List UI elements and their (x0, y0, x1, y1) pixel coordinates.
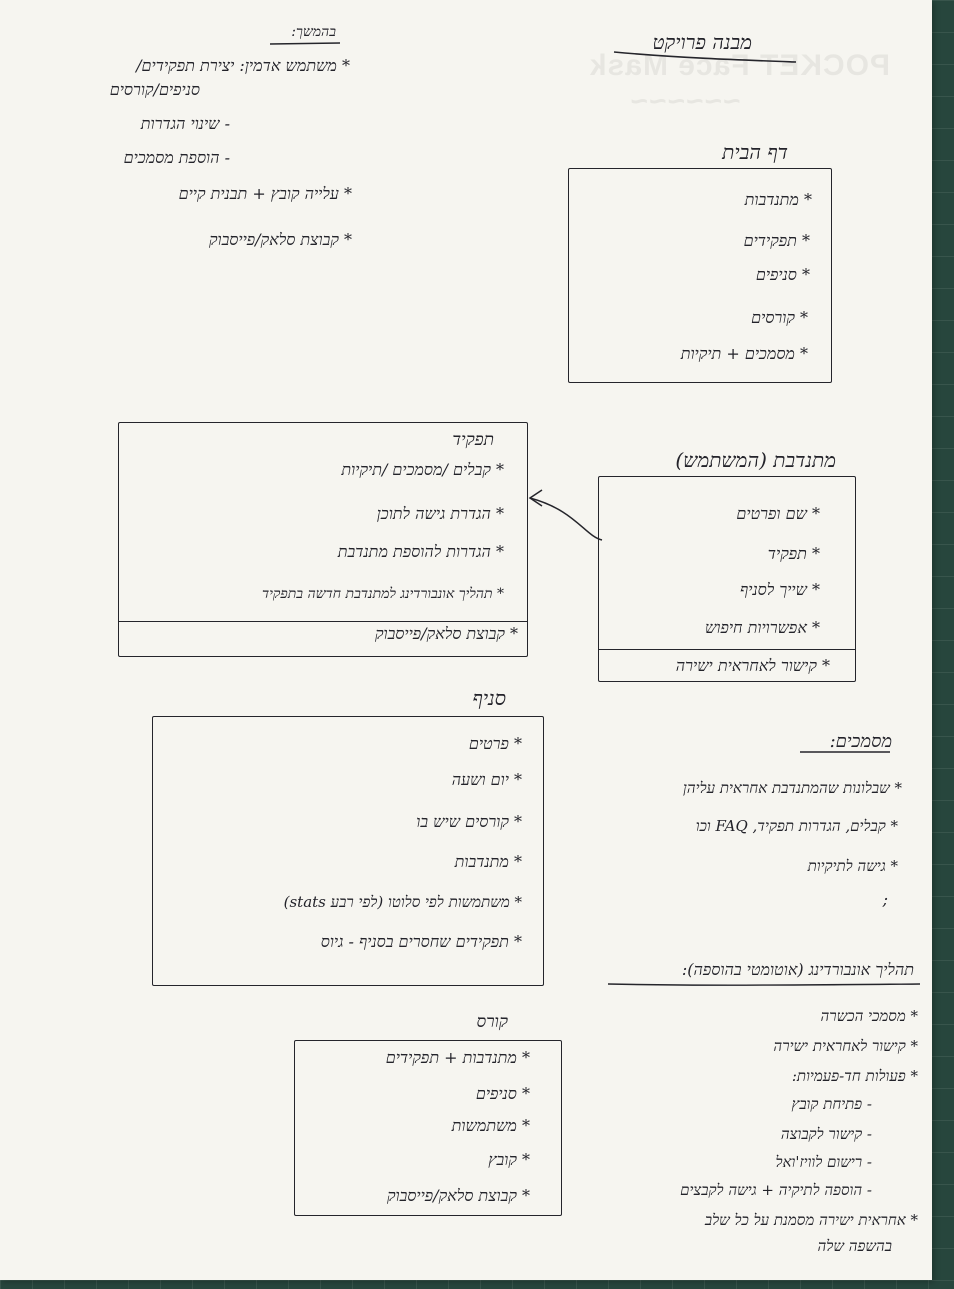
bleed-through-print: POCKET Face Mask ~~~~~~ (588, 49, 890, 118)
onboarding-item: - פתיחת קובץ (791, 1095, 872, 1113)
home-page-item: * קורסים (751, 308, 808, 327)
continued-item: * עלייה קובץ + תבנית קיים (178, 184, 352, 203)
volunteer-item: * אפשרויות חיפוש (705, 618, 820, 637)
role-divider (118, 621, 528, 622)
branch-item: * קורסים שיש בו (416, 812, 522, 831)
volunteer-footer: * קישור לאחראית ישירה (675, 656, 830, 675)
onboarding-item: * מסמכי הכשרה (820, 1007, 918, 1025)
course-item: * קבוצת סלאק/פייסבוק (386, 1186, 530, 1205)
volunteer-divider (598, 649, 856, 650)
branch-title: סניף (472, 686, 507, 710)
role-title: תפקיד (452, 430, 494, 450)
role-item: * קבלים /מסמכים /תיקיות (341, 460, 504, 479)
branch-item: * פרטים (468, 734, 522, 753)
onboarding-item: - רישום לוויז'ואל (775, 1153, 872, 1171)
home-page-item: * סניפים (755, 265, 810, 284)
continued-title: בהמשך: (291, 24, 336, 40)
volunteer-title: מתנדבת (המשתמש) (675, 448, 836, 472)
home-page-box (568, 168, 832, 383)
course-item: * קובץ (488, 1150, 530, 1169)
continued-item: * קבוצת סלאק/פייסבוק (208, 230, 352, 249)
role-item: * תהליך אונבורדינג למתנדבת חדשה בתפקיד (262, 586, 504, 602)
home-page-item: * מתנדבות (744, 190, 812, 209)
course-item: * מתנדבות + תפקידים (385, 1048, 530, 1067)
branch-item: * מתנדבות (454, 852, 522, 871)
onboarding-item: - הוספה לתיקיה + גישה לקבצים (680, 1181, 872, 1199)
role-item: * הגדרת גישה לתוכן (376, 504, 504, 523)
course-box (294, 1040, 562, 1216)
home-page-item: * תפקידים (743, 231, 810, 250)
handwritten-sheet: POCKET Face Mask ~~~~~~ מבנה פרויקט בהמש… (0, 0, 932, 1280)
project-structure-title: מבנה פרויקט (652, 30, 752, 54)
documents-item: * שבלונות שהמתנדבת אחראית עליהן (683, 779, 902, 797)
onboarding-title: תהליך אונבורדינג (אוטומטי בהוספה): (681, 960, 914, 979)
onboarding-item: - קישור לקבוצה (780, 1125, 872, 1143)
home-page-title: דף הבית (722, 140, 788, 164)
onboarding-item: בהשפה שלה (817, 1237, 892, 1255)
role-footer: * קבוצת סלאק/פייסבוק (374, 624, 518, 643)
continued-underline (269, 42, 341, 45)
documents-item: * קבלים, הגדרות תפקיד, FAQ וכו (695, 817, 898, 835)
onboarding-item: * פעולות חד-פעמיות: (791, 1067, 918, 1085)
volunteer-item: * שייך לסניף (739, 580, 820, 599)
course-item: * משתמשות (451, 1116, 530, 1135)
home-page-item: * מסמכים + תיקיות (680, 344, 808, 363)
branch-item: * תפקידים שחסרים בסניף - גיוס (320, 932, 522, 951)
volunteer-item: * שם ופרטים (736, 504, 820, 523)
onboarding-underline (607, 983, 921, 986)
volunteer-item: * תפקיד (767, 544, 820, 563)
role-item: * הגדרות להוספת מתנדבת (337, 542, 504, 561)
role-box (118, 422, 528, 657)
volunteer-box (598, 476, 856, 682)
branch-item: * משתמשות לפי סלוטו (לפי רבע stats) (283, 893, 522, 911)
documents-item: * גישה לתיקיות (807, 857, 898, 875)
onboarding-item: * אחראית ישירה מסמנת על כל שלב (704, 1211, 918, 1229)
volunteer-to-role-connector (529, 497, 603, 541)
continued-item: סניפים/קורסים (109, 80, 200, 99)
documents-item: ; (882, 890, 888, 909)
onboarding-item: * קישור לאחראית ישירה (773, 1037, 918, 1055)
branch-item: * יום ושעה (451, 770, 522, 789)
course-item: * סניפים (475, 1084, 530, 1103)
course-title: קורס (476, 1012, 508, 1032)
continued-item: - הוספת מסמכים (123, 148, 230, 167)
continued-item: - שינוי הגדרות (140, 114, 230, 133)
connector-arrowhead (528, 489, 543, 507)
documents-title: מסמכים: (829, 731, 892, 752)
branch-box (152, 716, 544, 986)
continued-item: * משתמש אדמין: יצירת תפקידים/ (136, 56, 350, 75)
